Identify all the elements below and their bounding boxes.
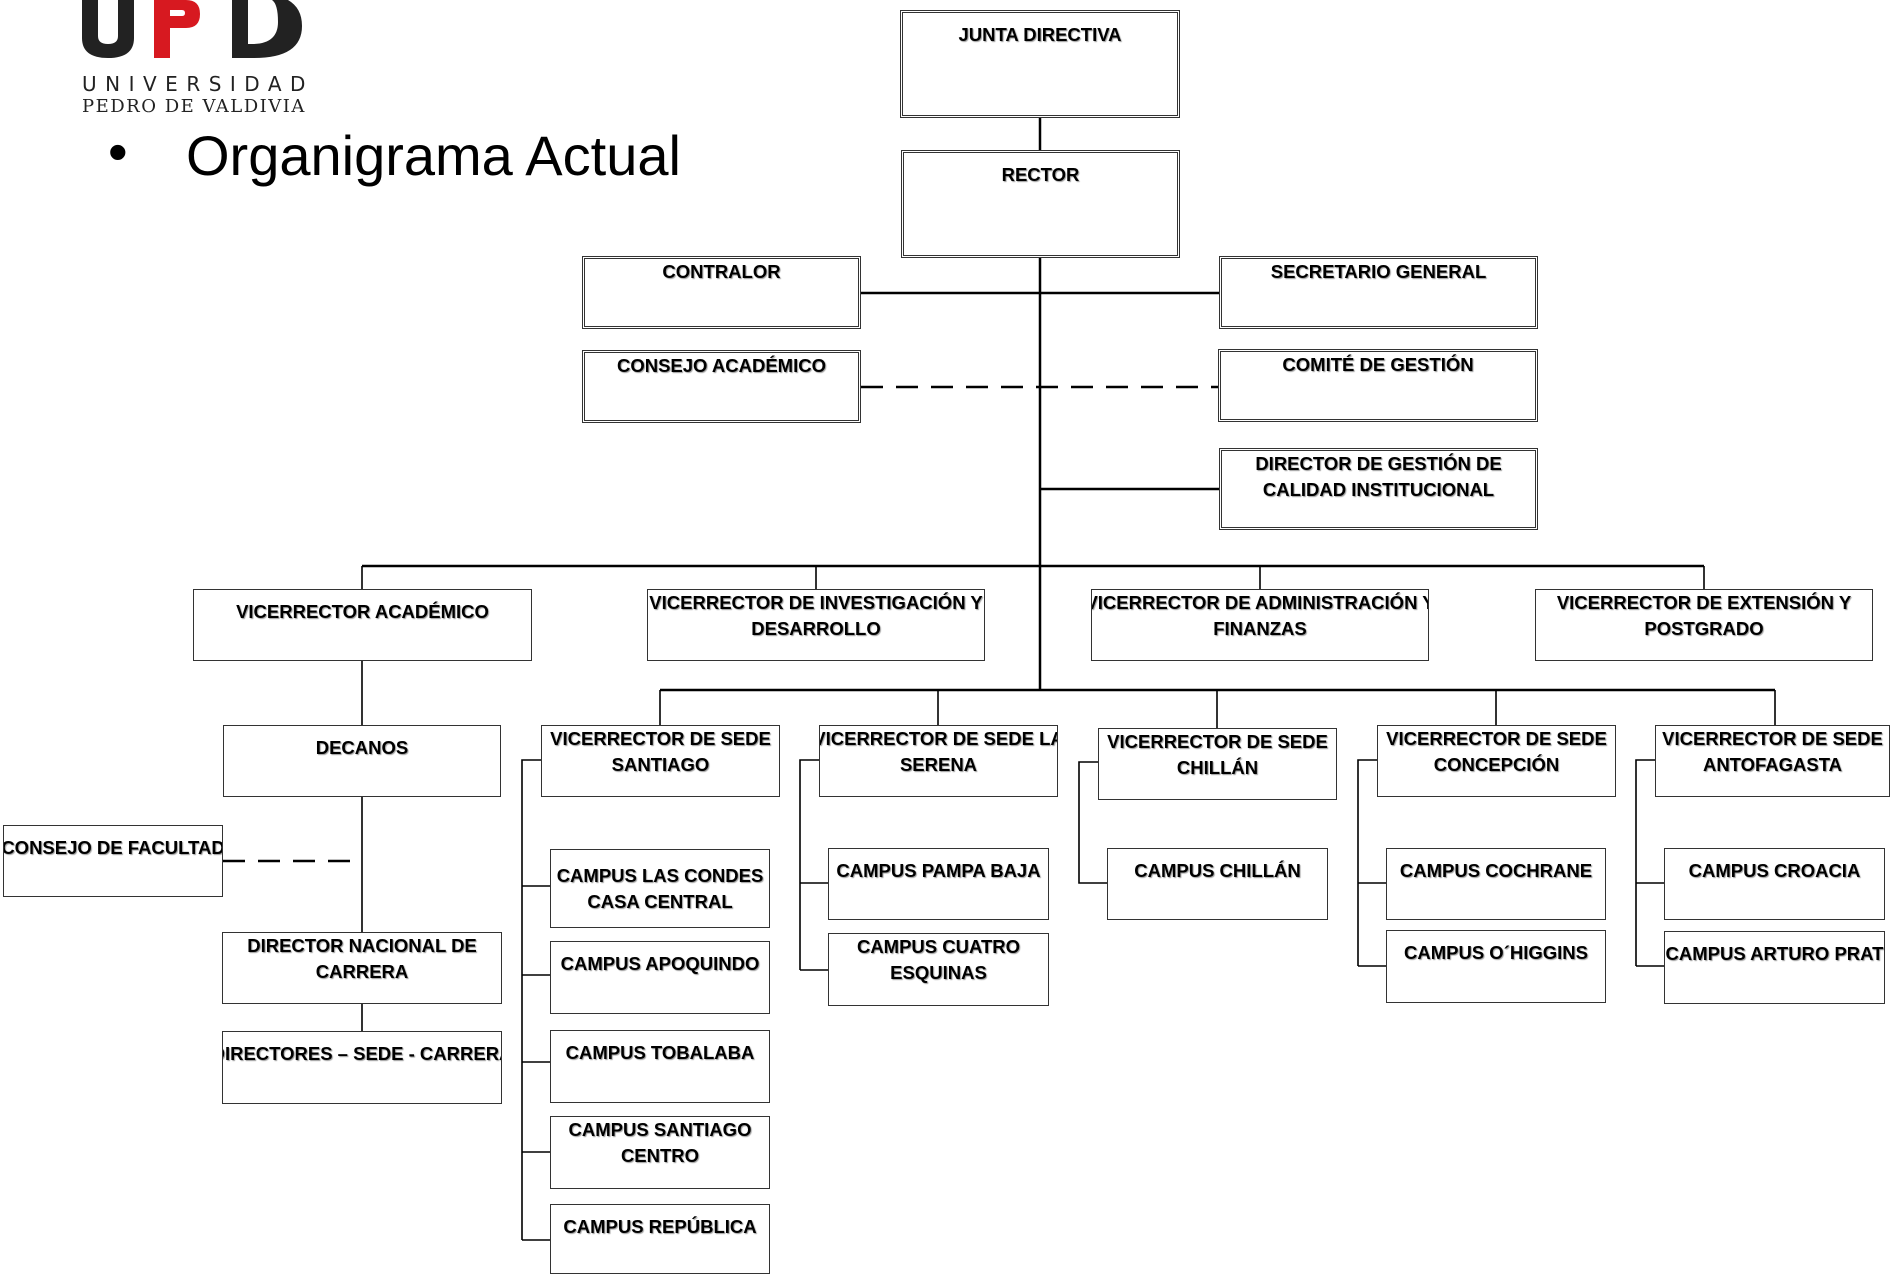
- node-campus-arturo-prat: CAMPUS ARTURO PRAT: [1664, 931, 1885, 1004]
- node-label-line: VICERRECTOR ACADÉMICO: [236, 601, 489, 622]
- logo-text-universidad: UNIVERSIDAD: [82, 72, 314, 96]
- node-label-line: SANTIAGO: [611, 754, 710, 775]
- node-sede-santiago: VICERRECTOR DE SEDE SANTIAGO: [541, 725, 780, 797]
- node-label-line: DIRECTOR DE GESTIÓN DE: [1255, 453, 1502, 474]
- node-label-line: CASA CENTRAL: [587, 890, 733, 912]
- connector-santiago-campus: [521, 759, 550, 1241]
- node-label-line: CAMPUS REPÚBLICA: [563, 1216, 757, 1237]
- node-secretario-general: SECRETARIO GENERAL: [1219, 256, 1538, 329]
- node-label-line: CHILLÁN: [1176, 757, 1259, 778]
- node-campus-ohiggins: CAMPUS O´HIGGINS: [1386, 930, 1606, 1003]
- connector-chillan-campus: [1078, 761, 1107, 884]
- node-label-line: JUNTA DIRECTIVA: [958, 24, 1122, 45]
- node-label-line: POSTGRADO: [1644, 618, 1764, 639]
- node-vicerrector-academico: VICERRECTOR ACADÉMICO: [193, 589, 532, 661]
- node-label-line: CAMPUS ARTURO PRAT: [1665, 943, 1884, 964]
- node-label-line: CAMPUS PAMPA BAJA: [836, 860, 1041, 881]
- node-campus-croacia: CAMPUS CROACIA: [1664, 848, 1885, 920]
- node-campus-las-condes: CAMPUS LAS CONDES CASA CENTRAL: [550, 849, 770, 928]
- node-campus-tobalaba: CAMPUS TOBALABA: [550, 1030, 770, 1103]
- node-label-line: CAMPUS TOBALABA: [565, 1042, 755, 1063]
- node-label-line: VICERRECTOR DE SEDE: [550, 728, 771, 749]
- node-label-line: CALIDAD INSTITUCIONAL: [1262, 479, 1495, 500]
- node-campus-cochrane: CAMPUS COCHRANE: [1386, 848, 1606, 920]
- node-consejo-academico: CONSEJO ACADÉMICO: [582, 350, 861, 423]
- node-label-line: VICERRECTOR DE ADMINISTRACIÓN Y: [1091, 592, 1429, 613]
- node-vicerrector-administracion: VICERRECTOR DE ADMINISTRACIÓN Y FINANZAS: [1091, 589, 1429, 661]
- node-label-line: CARRERA: [315, 961, 409, 982]
- node-label-line: DECANOS: [315, 737, 409, 758]
- node-label-line: ESQUINAS: [890, 962, 987, 983]
- node-consejo-facultad: CONSEJO DE FACULTAD: [3, 825, 223, 897]
- bullet-point: •: [108, 120, 128, 183]
- node-campus-cuatro-esquinas: CAMPUS CUATRO ESQUINAS: [828, 933, 1049, 1006]
- node-label-line: COMITÉ DE GESTIÓN: [1282, 354, 1474, 375]
- slide-title: Organigrama Actual: [186, 124, 681, 187]
- node-sede-antofagasta: VICERRECTOR DE SEDE ANTOFAGASTA: [1655, 725, 1890, 797]
- node-label-line: DIRECTOR NACIONAL DE: [247, 935, 477, 956]
- node-label-line: CAMPUS CUATRO: [856, 936, 1021, 957]
- node-label-line: CAMPUS CHILLÁN: [1134, 860, 1301, 881]
- node-label-line: VICERRECTOR DE SEDE: [1662, 728, 1883, 749]
- node-comite-gestion: COMITÉ DE GESTIÓN: [1218, 349, 1538, 422]
- node-sede-concepcion: VICERRECTOR DE SEDE CONCEPCIÓN: [1377, 725, 1616, 797]
- node-label-line: CAMPUS SANTIAGO: [568, 1119, 752, 1140]
- node-label-line: VICERRECTOR DE SEDE LA: [819, 728, 1058, 749]
- university-logo: UNIVERSIDAD PEDRO DE VALDIVIA: [82, 0, 306, 120]
- node-vicerrector-investigacion: VICERRECTOR DE INVESTIGACIÓN Y DESARROLLO: [647, 589, 985, 661]
- node-director-nacional-carrera: DIRECTOR NACIONAL DE CARRERA: [222, 932, 502, 1004]
- connector-concepcion-campus: [1357, 759, 1386, 967]
- node-campus-apoquindo: CAMPUS APOQUINDO: [550, 941, 770, 1014]
- node-label-line: CAMPUS CROACIA: [1688, 860, 1861, 881]
- logo-text-pedro-de-valdivia: PEDRO DE VALDIVIA: [82, 96, 306, 117]
- node-label-line: RECTOR: [1001, 164, 1080, 185]
- node-sede-chillan: VICERRECTOR DE SEDE CHILLÁN: [1098, 728, 1337, 800]
- node-label-line: DESARROLLO: [751, 618, 881, 639]
- node-label-line: DIRECTORES – SEDE - CARRERA: [222, 1043, 502, 1064]
- node-director-gestion-calidad: DIRECTOR DE GESTIÓN DE CALIDAD INSTITUCIO…: [1219, 448, 1538, 530]
- node-label-line: VICERRECTOR DE SEDE: [1386, 728, 1607, 749]
- node-campus-chillan: CAMPUS CHILLÁN: [1107, 848, 1328, 920]
- node-label-line: CAMPUS O´HIGGINS: [1404, 942, 1588, 963]
- node-campus-pampa-baja: CAMPUS PAMPA BAJA: [828, 848, 1049, 920]
- node-label-line: CONSEJO ACADÉMICO: [616, 355, 826, 376]
- node-label-line: VICERRECTOR DE INVESTIGACIÓN Y: [649, 592, 983, 613]
- node-campus-santiago-centro: CAMPUS SANTIAGO CENTRO: [550, 1116, 770, 1189]
- node-label-line: FINANZAS: [1213, 618, 1307, 639]
- node-vicerrector-extension: VICERRECTOR DE EXTENSIÓN Y POSTGRADO: [1535, 589, 1873, 661]
- node-label-line: CONTRALOR: [662, 261, 781, 282]
- node-sede-la-serena: VICERRECTOR DE SEDE LA SERENA: [819, 725, 1058, 797]
- node-label-line: CONSEJO DE FACULTAD: [3, 837, 223, 858]
- node-label-line: VICERRECTOR DE SEDE: [1107, 731, 1328, 752]
- node-directores-sede-carrera: DIRECTORES – SEDE - CARRERA: [222, 1031, 502, 1104]
- upd-logo-mark: [82, 0, 302, 58]
- node-campus-republica: CAMPUS REPÚBLICA: [550, 1204, 770, 1274]
- node-contralor: CONTRALOR: [582, 256, 861, 329]
- node-junta-directiva: JUNTA DIRECTIVA: [900, 10, 1180, 118]
- node-label-line: CAMPUS COCHRANE: [1399, 860, 1593, 881]
- node-rector: RECTOR: [901, 150, 1180, 258]
- node-label-line: CAMPUS LAS CONDES: [556, 864, 764, 886]
- node-label-line: CONCEPCIÓN: [1433, 754, 1560, 775]
- node-label-line: CENTRO: [620, 1145, 700, 1166]
- node-label-line: ANTOFAGASTA: [1702, 754, 1843, 775]
- node-label-line: SERENA: [899, 754, 978, 775]
- connector-serena-campus: [799, 759, 828, 971]
- connector-antofagasta-campus: [1635, 759, 1664, 967]
- node-label-line: CAMPUS APOQUINDO: [560, 953, 760, 974]
- node-decanos: DECANOS: [223, 725, 501, 797]
- node-label-line: VICERRECTOR DE EXTENSIÓN Y: [1556, 592, 1852, 613]
- node-label-line: SECRETARIO GENERAL: [1270, 261, 1487, 282]
